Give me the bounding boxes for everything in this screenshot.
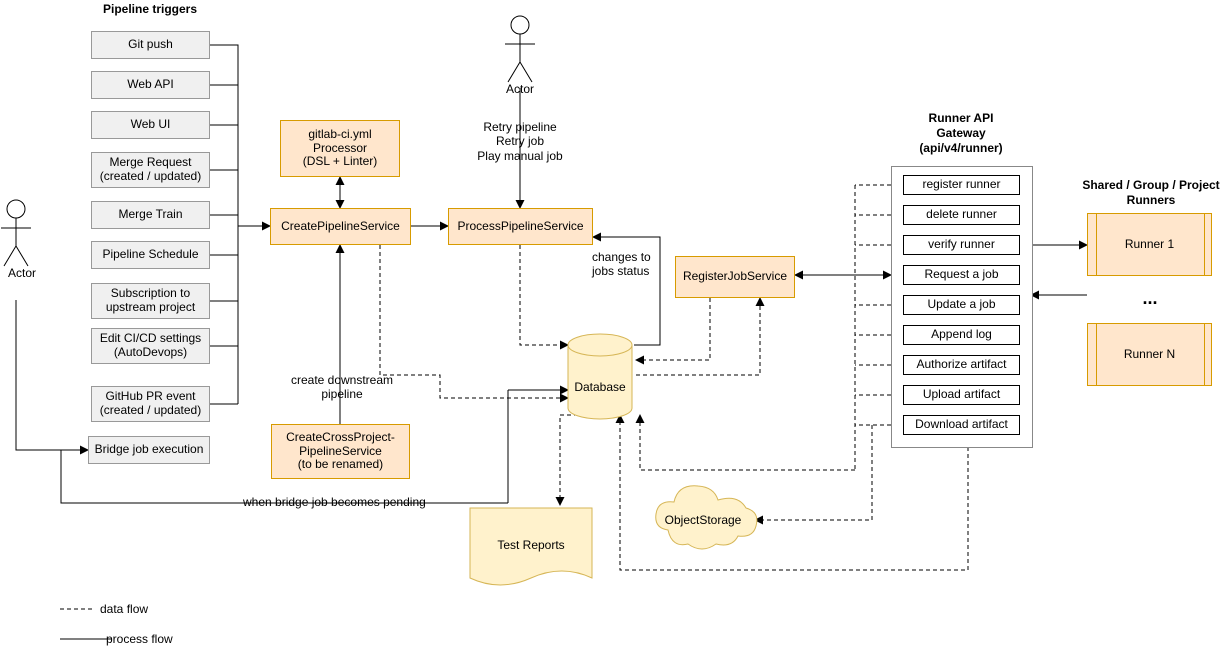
trigger-label: GitHub PR event (created / updated)	[99, 389, 202, 417]
trigger-label: Bridge job execution	[94, 442, 204, 457]
object-storage-label: ObjectStorage	[664, 513, 742, 527]
runner-n-inner-bars	[1096, 323, 1205, 386]
service-create-cross-project-pipeline[interactable]: CreateCrossProject- PipelineService (to …	[271, 424, 410, 479]
runners-ellipsis: ...	[1142, 288, 1158, 308]
edge-label-retry: Retry pipeline Retry job Play manual job	[477, 120, 563, 163]
service-label: ProcessPipelineService	[457, 218, 584, 233]
trigger-merge-request[interactable]: Merge Request (created / updated)	[91, 152, 210, 188]
edge-label-bridge-pending: when bridge job becomes pending	[243, 495, 426, 509]
actor-label-left: Actor	[7, 266, 36, 280]
actor-label-top: Actor	[505, 82, 534, 96]
trigger-web-ui[interactable]: Web UI	[91, 111, 210, 139]
endpoint-label: Download artifact	[915, 417, 1008, 432]
trigger-bridge-job-execution[interactable]: Bridge job execution	[88, 436, 210, 464]
runners-title-line1: Shared / Group / Project	[1082, 178, 1220, 192]
service-create-pipeline[interactable]: CreatePipelineService	[270, 208, 411, 245]
edge-label-create-downstream-pipeline: create downstream pipeline	[290, 373, 394, 402]
runner-api-gateway-title-line1: Runner API	[928, 111, 994, 125]
endpoint-upload-artifact[interactable]: Upload artifact	[903, 385, 1020, 405]
legend-process-flow-label: process flow	[106, 632, 173, 646]
endpoint-authorize-artifact[interactable]: Authorize artifact	[903, 355, 1020, 375]
trigger-label: Web UI	[130, 117, 171, 132]
endpoint-register-runner[interactable]: register runner	[903, 175, 1020, 195]
legend-data-flow-label: data flow	[100, 602, 149, 616]
runner-label: Runner 1	[1124, 236, 1175, 251]
endpoint-request-a-job[interactable]: Request a job	[903, 265, 1020, 285]
trigger-git-push[interactable]: Git push	[91, 31, 210, 59]
endpoint-delete-runner[interactable]: delete runner	[903, 205, 1020, 225]
database-label: Database	[574, 380, 626, 394]
runner-api-gateway-title-line3: (api/v4/runner)	[919, 141, 1003, 155]
trigger-label: Git push	[128, 37, 173, 52]
object-storage-shape	[655, 485, 758, 550]
runner-api-gateway-title-line2: Gateway	[936, 126, 986, 140]
service-label: CreatePipelineService	[281, 218, 400, 233]
actor-figures	[1, 15, 535, 267]
test-reports-label: Test Reports	[497, 538, 565, 552]
trigger-web-api[interactable]: Web API	[91, 71, 210, 99]
endpoint-label: verify runner	[928, 237, 995, 252]
trigger-label: Web API	[127, 77, 174, 92]
database-shape	[567, 333, 633, 420]
service-gitlab-ci-yml-processor[interactable]: gitlab-ci.yml Processor (DSL + Linter)	[280, 120, 400, 177]
runner-1-inner-bars	[1096, 213, 1205, 276]
trigger-edit-cicd-settings[interactable]: Edit CI/CD settings (AutoDevops)	[91, 328, 210, 364]
service-register-job[interactable]: RegisterJobService	[675, 256, 795, 298]
endpoint-label: Upload artifact	[922, 387, 1001, 402]
service-label: gitlab-ci.yml Processor (DSL + Linter)	[302, 126, 378, 169]
endpoint-label: Request a job	[924, 267, 999, 282]
endpoint-download-artifact[interactable]: Download artifact	[903, 415, 1020, 435]
endpoint-label: Authorize artifact	[916, 357, 1007, 372]
service-label: CreateCrossProject- PipelineService (to …	[286, 429, 395, 472]
endpoint-label: Append log	[931, 327, 992, 342]
endpoint-append-log[interactable]: Append log	[903, 325, 1020, 345]
pipeline-triggers-title: Pipeline triggers	[102, 2, 198, 16]
trigger-label: Merge Train	[118, 207, 183, 222]
trigger-label: Pipeline Schedule	[102, 247, 199, 262]
trigger-label: Merge Request (created / updated)	[99, 155, 202, 183]
endpoint-verify-runner[interactable]: verify runner	[903, 235, 1020, 255]
trigger-label: Edit CI/CD settings (AutoDevops)	[99, 331, 202, 359]
endpoint-update-a-job[interactable]: Update a job	[903, 295, 1020, 315]
service-process-pipeline[interactable]: ProcessPipelineService	[448, 208, 593, 245]
endpoint-label: register runner	[922, 177, 1001, 192]
trigger-merge-train[interactable]: Merge Train	[91, 201, 210, 229]
runner-n[interactable]: Runner N	[1087, 323, 1212, 386]
trigger-subscription-upstream[interactable]: Subscription to upstream project	[91, 283, 210, 319]
runners-title-line2: Runners	[1126, 193, 1176, 207]
service-label: RegisterJobService	[682, 269, 788, 284]
edge-label-changes-to-jobs-status: changes to jobs status	[592, 250, 651, 279]
test-reports-shape	[469, 507, 593, 586]
trigger-label: Subscription to upstream project	[105, 286, 196, 314]
endpoint-label: Update a job	[927, 297, 996, 312]
trigger-pipeline-schedule[interactable]: Pipeline Schedule	[91, 241, 210, 269]
trigger-github-pr-event[interactable]: GitHub PR event (created / updated)	[91, 386, 210, 422]
endpoint-label: delete runner	[926, 207, 997, 222]
runner-1[interactable]: Runner 1	[1087, 213, 1212, 276]
runner-label: Runner N	[1123, 346, 1176, 361]
